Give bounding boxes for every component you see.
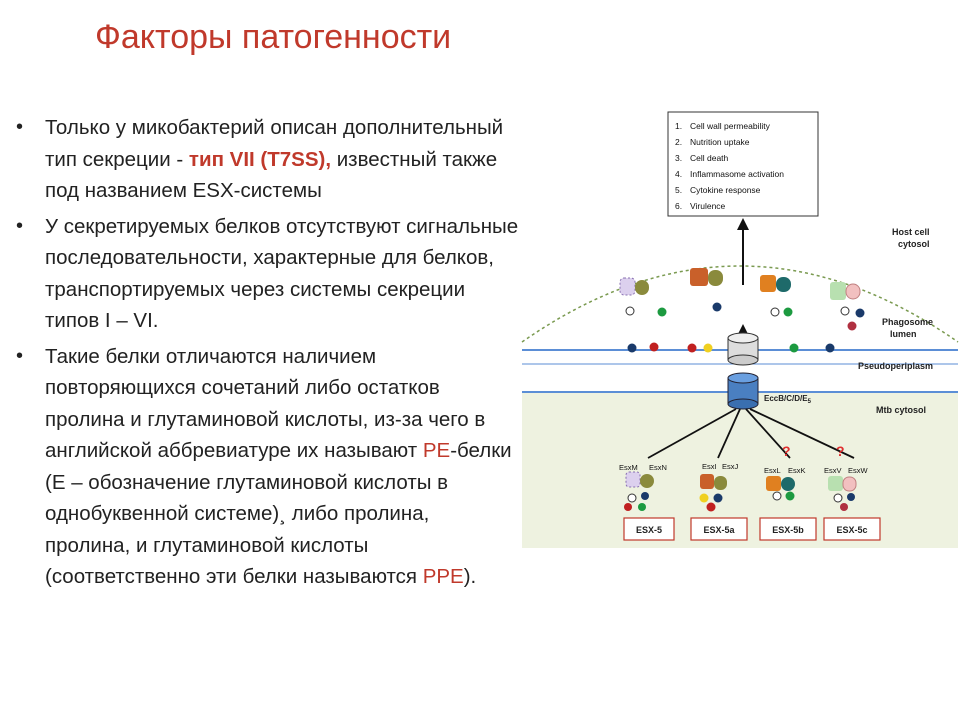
esx-protein-label: EsxJ [722, 462, 739, 471]
svg-text:ESX-5a: ESX-5a [703, 525, 735, 535]
slide-title: Факторы патогенности [95, 18, 452, 56]
mtb-cytosol-label: Mtb cytosol [876, 405, 926, 415]
secreted-protein-pair [690, 268, 723, 286]
effect-number: 4. [675, 169, 682, 179]
esx-protein-label: EsxV [824, 466, 842, 475]
esx-protein-label: EsxW [848, 466, 869, 475]
ecc-label: EccB/C/D/E5 [764, 394, 812, 405]
secreted-protein-pair [830, 282, 861, 300]
bullet-text: У секретируемых белков отсутствуют сигна… [45, 214, 519, 333]
esx-secretion-diagram: 1. Cell wall permeability 2. Nutrition u… [521, 111, 959, 548]
svg-text:ESX-5: ESX-5 [636, 525, 662, 535]
effect-item: Virulence [690, 201, 726, 211]
esx-protein-label: EsxN [649, 463, 667, 472]
esx-protein-pair [625, 471, 654, 488]
host-cell-membrane [521, 265, 959, 343]
effect-item: Inflammasome activation [690, 169, 784, 179]
esx-protein-pair [700, 474, 727, 490]
effect-item: Nutrition uptake [690, 137, 750, 147]
esx-system-box: ESX-5a [690, 517, 748, 541]
effect-number: 2. [675, 137, 682, 147]
bullet-list: • Только у микобактерий описан дополните… [10, 112, 520, 597]
esx-system-box: ESX-5c [823, 517, 881, 541]
bullet-dot-icon: • [16, 214, 24, 237]
bullet-item: • Такие белки отличаются наличием повтор… [10, 341, 520, 593]
arrow-up-icon [737, 218, 749, 285]
svg-text:ESX-5c: ESX-5c [836, 525, 867, 535]
esx-protein-label: EsxM [619, 463, 638, 472]
secreted-protein-pair [619, 277, 649, 296]
esx-protein-pair [766, 476, 795, 491]
phagosome-label: lumen [890, 329, 917, 339]
secreted-protein-pair [760, 275, 791, 292]
effect-number: 3. [675, 153, 682, 163]
effect-number: 1. [675, 121, 682, 131]
esx-system-box: ESX-5 [623, 517, 675, 541]
pseudoperiplasm-label: Pseudoperiplasm [858, 361, 933, 371]
host-cytosol-label: Host cell [892, 227, 930, 237]
question-mark-icon: ? [836, 443, 845, 459]
effects-box [667, 111, 819, 217]
ecc-channel [727, 332, 759, 410]
effect-item: Cell wall permeability [690, 121, 771, 131]
bullet-item: • Только у микобактерий описан дополните… [10, 112, 520, 207]
effect-number: 5. [675, 185, 682, 195]
esx-protein-label: EsxI [702, 462, 717, 471]
effect-item: Cytokine response [690, 185, 761, 195]
svg-text:ESX-5b: ESX-5b [772, 525, 804, 535]
bullet-dot-icon: • [16, 344, 24, 367]
substrate-cluster [624, 491, 855, 512]
effect-item: Cell death [690, 153, 729, 163]
bullet-text: Только у микобактерий описан дополнитель… [45, 116, 504, 202]
esx-protein-pair [828, 476, 857, 492]
bullet-dot-icon: • [16, 116, 24, 138]
host-cytosol-label: cytosol [898, 239, 930, 249]
question-mark-icon: ? [782, 443, 791, 459]
connector-lines [647, 408, 855, 459]
esx-protein-label: EsxK [788, 466, 806, 475]
secreted-substrate [625, 302, 865, 353]
effects-list: 1. Cell wall permeability 2. Nutrition u… [675, 121, 784, 211]
esx-system-box: ESX-5b [759, 517, 817, 541]
esx-protein-label: EsxL [764, 466, 781, 475]
bullet-text: Такие белки отличаются наличием повторяю… [45, 344, 512, 589]
bullet-item: • У секретируемых белков отсутствуют сиг… [10, 211, 520, 337]
phagosome-label: Phagosome [882, 317, 933, 327]
effect-number: 6. [675, 201, 682, 211]
